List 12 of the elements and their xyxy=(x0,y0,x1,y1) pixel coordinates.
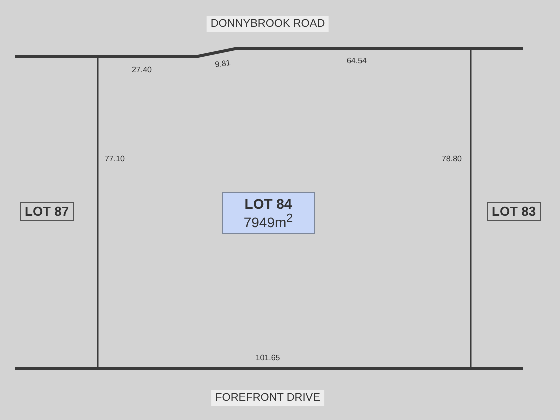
area-text: 7949m$^{2}$ xyxy=(244,212,294,231)
lot-label: LOT 83 xyxy=(487,202,542,221)
dimension-label: 27.40 xyxy=(132,66,152,74)
road-name-label: DONNYBROOK ROAD xyxy=(206,16,330,32)
lot-number: LOT 84 xyxy=(244,196,294,212)
dimension-label: 78.80 xyxy=(442,154,462,164)
dimension-label: 64.54 xyxy=(346,56,368,66)
road-name-label: FOREFRONT DRIVE xyxy=(212,390,324,406)
dimension-label: 9.81 xyxy=(214,58,232,70)
dimension-label: 101.65 xyxy=(256,354,280,362)
lot-label: LOT 87 xyxy=(20,202,74,221)
dimension-label: 77.10 xyxy=(104,154,126,164)
